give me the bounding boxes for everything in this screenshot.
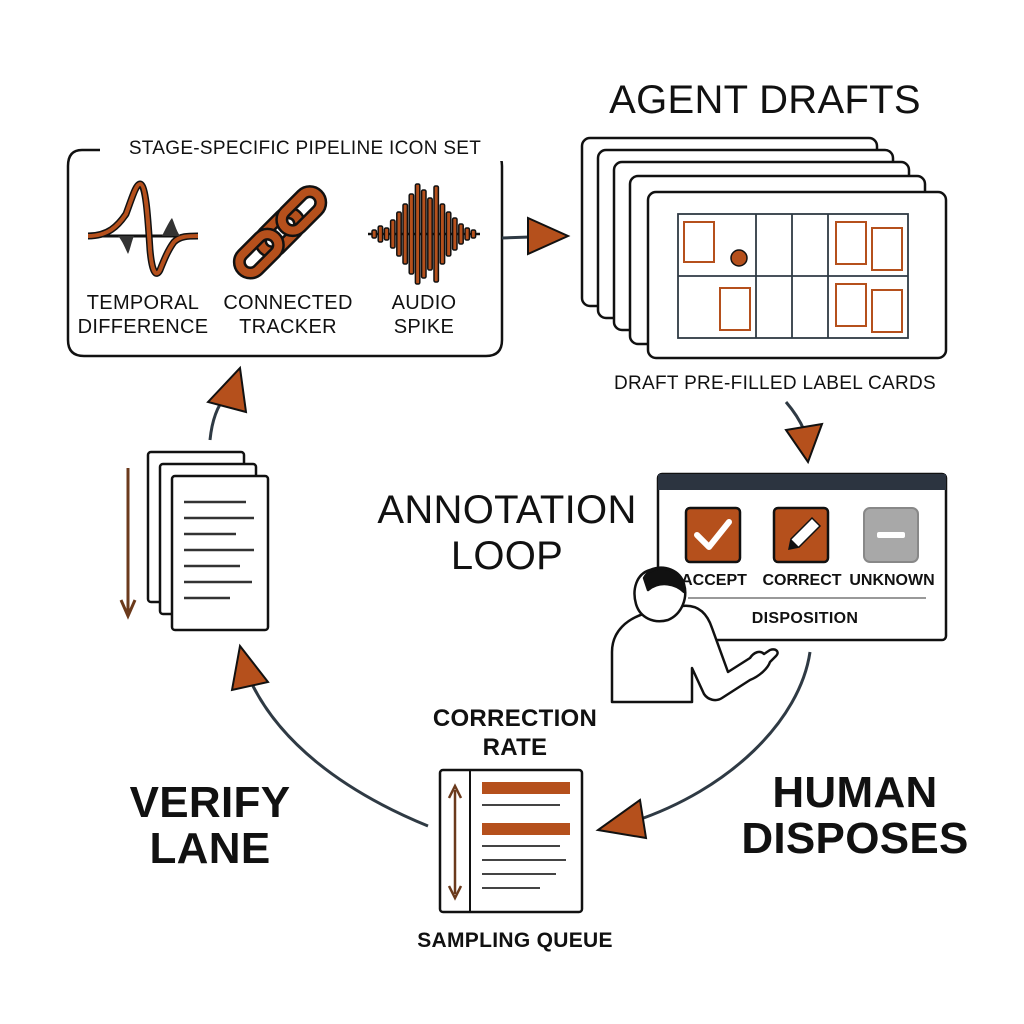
correction-highlight-row bbox=[482, 782, 570, 794]
correction-highlight-row bbox=[482, 823, 570, 835]
flow-arrow-disposition-to-sampling bbox=[595, 651, 812, 840]
flow-arrow-sampling-to-verify bbox=[230, 643, 429, 828]
audio-spike-bar bbox=[414, 183, 421, 285]
audio-spike-bar bbox=[451, 217, 458, 251]
correction-rate-label: CORRECTION RATE bbox=[432, 705, 598, 761]
correct-label: CORRECT bbox=[762, 572, 842, 589]
temporal-difference-waveform-icon bbox=[87, 180, 199, 277]
audio-spike-bar bbox=[389, 219, 396, 249]
icon-label-temporal-difference: TEMPORAL DIFFERENCE bbox=[77, 292, 209, 338]
human-annotator-figure bbox=[610, 566, 779, 704]
audio-spike-bar bbox=[408, 193, 415, 275]
human-disposes-label: HUMAN DISPOSES bbox=[741, 768, 969, 864]
audio-spike-bar bbox=[427, 197, 433, 271]
chain-link-icon bbox=[232, 185, 328, 280]
audio-spike-bar bbox=[383, 227, 390, 241]
checkmark-icon bbox=[694, 519, 732, 550]
agent-draft-cards-stack bbox=[580, 136, 948, 360]
audio-spike-bar bbox=[433, 185, 440, 283]
audio-spike-bar bbox=[402, 203, 409, 265]
audio-spike-bar bbox=[458, 223, 464, 245]
sampling-queue-label: SAMPLING QUEUE bbox=[417, 929, 613, 952]
flow-arrow-drafts-to-disposition bbox=[784, 401, 824, 465]
minus-icon bbox=[877, 532, 905, 538]
unknown-button[interactable] bbox=[863, 507, 919, 563]
audio-spike-bar bbox=[470, 229, 477, 239]
unknown-label: UNKNOWN bbox=[849, 572, 935, 589]
draft-cards-caption: DRAFT PRE-FILLED LABEL CARDS bbox=[614, 373, 936, 394]
icon-label-audio-spike: AUDIO SPIKE bbox=[391, 292, 457, 338]
agent-drafts-title: AGENT DRAFTS bbox=[609, 78, 921, 122]
audio-spike-bar bbox=[396, 211, 402, 257]
icon-set-title: STAGE-SPECIFIC PIPELINE ICON SET bbox=[100, 138, 510, 161]
audio-spike-bar bbox=[377, 225, 384, 243]
disposition-caption: DISPOSITION bbox=[751, 610, 859, 627]
flow-arrow-verify-to-icons bbox=[206, 365, 248, 441]
correct-button[interactable] bbox=[772, 506, 830, 564]
audio-spike-bar bbox=[371, 229, 378, 239]
audio-spike-bar bbox=[420, 189, 427, 279]
pencil-icon bbox=[788, 516, 822, 550]
audio-spike-bar bbox=[439, 203, 446, 265]
audio-spike-bar bbox=[445, 211, 452, 257]
sampling-queue-panel bbox=[438, 768, 584, 914]
audio-spike-bar bbox=[464, 227, 471, 241]
audio-spike-waveform-icon bbox=[368, 183, 480, 285]
flow-arrow-icons-to-drafts bbox=[501, 216, 571, 256]
accept-label: ACCEPT bbox=[681, 572, 747, 589]
icon-label-connected-tracker: CONNECTED TRACKER bbox=[223, 292, 353, 338]
draft-label-card bbox=[677, 213, 909, 339]
annotation-loop-title: ANNOTATION LOOP bbox=[377, 488, 637, 578]
verify-lane-label: VERIFY LANE bbox=[129, 778, 291, 874]
verify-lane-document-stack bbox=[119, 450, 270, 632]
accept-button[interactable] bbox=[684, 506, 742, 564]
